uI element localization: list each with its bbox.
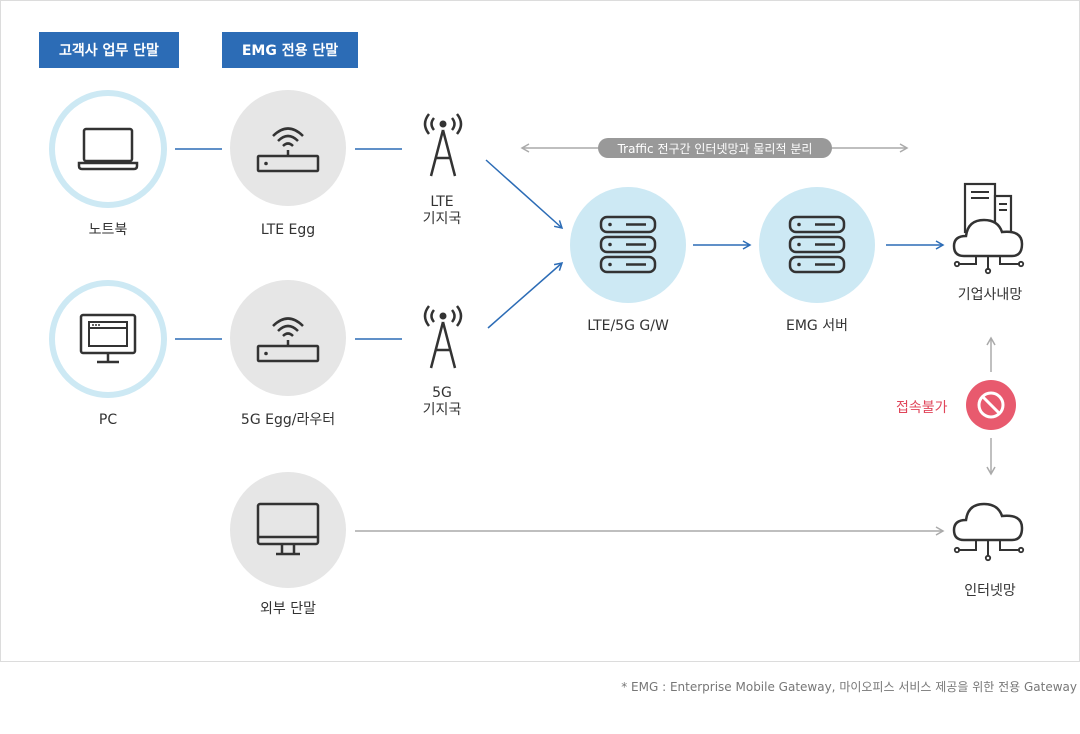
- gateway-label: LTE/5G G/W: [587, 318, 669, 334]
- header-customer-terminal: 고객사 업무 단말: [39, 32, 179, 68]
- laptop-label: 노트북: [88, 222, 128, 238]
- internet-label: 인터넷망: [964, 583, 1016, 599]
- no-entry-icon: [977, 391, 1005, 419]
- blocked-badge: [966, 380, 1016, 430]
- traffic-separation-badge: Traffic 전구간 인터넷망과 물리적 분리: [598, 138, 832, 158]
- antenna-tower-icon: [423, 113, 463, 177]
- 5g-station-label-line1: 5G: [432, 385, 452, 401]
- pc-label: PC: [98, 412, 118, 428]
- wifi-router-icon: [256, 127, 320, 173]
- server-stack-icon: [599, 215, 657, 274]
- 5g-egg-node: [230, 280, 346, 396]
- emg-server-label: EMG 서버: [786, 318, 848, 334]
- cloud-network-icon: [952, 502, 1025, 562]
- lte-egg-label: LTE Egg: [260, 222, 316, 238]
- lte-station-label-line1: LTE: [430, 194, 454, 210]
- monitor-window-icon: [79, 313, 137, 364]
- wifi-router-icon: [256, 317, 320, 363]
- external-terminal-node: [230, 472, 346, 588]
- diagram-frame: [0, 0, 1080, 662]
- footnote: * EMG : Enterprise Mobile Gateway, 마이오피스…: [621, 680, 1077, 694]
- laptop-node: [49, 90, 167, 208]
- lte-station-label-line2: 기지국: [422, 211, 462, 227]
- 5g-station-to-gateway-arrow: [487, 262, 564, 329]
- building-cloud-icon: [952, 182, 1025, 275]
- laptop-icon: [77, 127, 139, 171]
- emg-server-node: [759, 187, 875, 303]
- server-stack-icon: [788, 215, 846, 274]
- antenna-tower-icon: [423, 305, 463, 369]
- blocked-label: 접속불가: [896, 400, 948, 416]
- corporate-network-label: 기업사내망: [957, 287, 1023, 303]
- header-emg-terminal: EMG 전용 단말: [222, 32, 358, 68]
- 5g-station-label-line2: 기지국: [422, 402, 462, 418]
- monitor-icon: [256, 502, 320, 556]
- external-terminal-label: 외부 단말: [260, 601, 316, 617]
- 5g-egg-label: 5G Egg/라우터: [240, 412, 336, 428]
- lte-station-to-gateway-arrow: [485, 159, 564, 230]
- pc-node: [49, 280, 167, 398]
- gateway-node: [570, 187, 686, 303]
- lte-egg-node: [230, 90, 346, 206]
